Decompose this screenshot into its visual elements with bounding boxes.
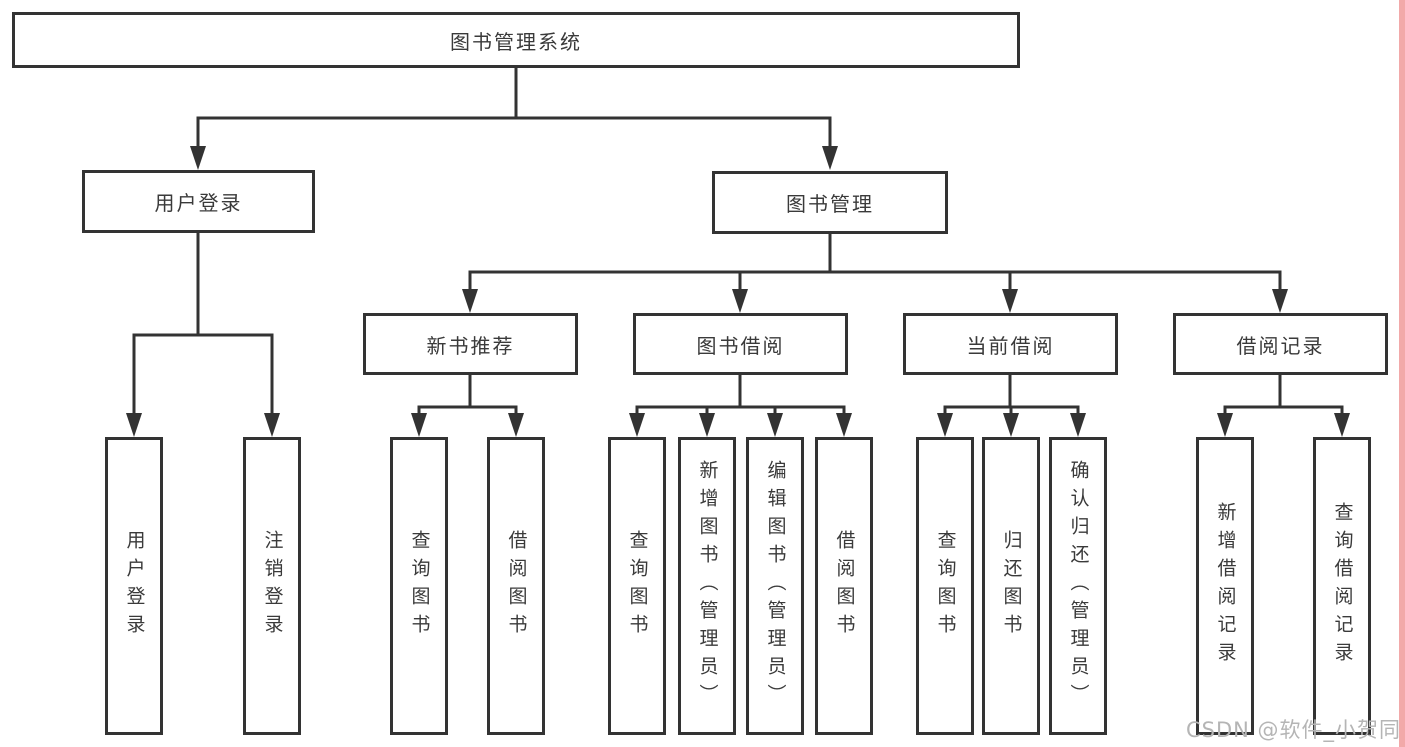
leaf-current-query-books: 查询图书 [916, 437, 974, 735]
node-book-borrowing: 图书借阅 [633, 313, 848, 375]
leaf-newbooks-borrow-books: 借阅图书 [487, 437, 545, 735]
leaf-borrowing-query-books: 查询图书 [608, 437, 666, 735]
node-user-login-label: 用户登录 [154, 191, 243, 215]
csdn-watermark: CSDN @软件_小贺同学 [1186, 718, 1405, 742]
node-root-label: 图书管理系统 [450, 29, 582, 54]
node-borrow-records: 借阅记录 [1173, 313, 1388, 375]
leaf-borrowing-borrow-books: 借阅图书 [815, 437, 873, 735]
node-current-borrowing: 当前借阅 [903, 313, 1118, 375]
leaf-records-add-borrow-record-label: 新增借阅记录 [1214, 502, 1237, 670]
leaf-current-confirm-return-admin: 确认归还（管理员） [1049, 437, 1107, 735]
node-root: 图书管理系统 [12, 12, 1020, 68]
leaf-newbooks-borrow-books-label: 借阅图书 [505, 530, 528, 642]
node-book-management-label: 图书管理 [786, 192, 874, 216]
node-new-book-recommendation-label: 新书推荐 [426, 333, 515, 358]
node-borrow-records-label: 借阅记录 [1236, 333, 1325, 358]
node-book-management: 图书管理 [712, 171, 948, 234]
node-book-borrowing-label: 图书借阅 [696, 333, 785, 358]
leaf-borrowing-borrow-books-label: 借阅图书 [833, 530, 856, 642]
leaf-current-return-books: 归还图书 [982, 437, 1040, 735]
leaf-records-query-borrow-record-label: 查询借阅记录 [1331, 502, 1354, 670]
leaf-borrowing-query-books-label: 查询图书 [626, 530, 649, 642]
leaf-logout-login: 注销登录 [243, 437, 301, 735]
leaf-records-query-borrow-record: 查询借阅记录 [1313, 437, 1371, 735]
leaf-newbooks-query-books-label: 查询图书 [408, 530, 431, 642]
leaf-borrowing-add-books-admin-label: 新增图书（管理员） [696, 460, 719, 712]
leaf-newbooks-query-books: 查询图书 [390, 437, 448, 735]
leaf-current-confirm-return-admin-label: 确认归还（管理员） [1067, 460, 1090, 712]
leaf-logout-login-label: 注销登录 [261, 530, 284, 642]
leaf-borrowing-edit-books-admin-label: 编辑图书（管理员） [764, 460, 787, 712]
leaf-current-query-books-label: 查询图书 [934, 530, 957, 642]
node-new-book-recommendation: 新书推荐 [363, 313, 578, 375]
leaf-records-add-borrow-record: 新增借阅记录 [1196, 437, 1254, 735]
right-edge-strip [1399, 0, 1405, 747]
node-current-borrowing-label: 当前借阅 [966, 333, 1055, 358]
leaf-user-login-label: 用户登录 [123, 530, 146, 642]
leaf-current-return-books-label: 归还图书 [1000, 530, 1023, 642]
leaf-user-login: 用户登录 [105, 437, 163, 735]
node-user-login: 用户登录 [82, 170, 315, 233]
leaf-borrowing-add-books-admin: 新增图书（管理员） [678, 437, 736, 735]
leaf-borrowing-edit-books-admin: 编辑图书（管理员） [746, 437, 804, 735]
